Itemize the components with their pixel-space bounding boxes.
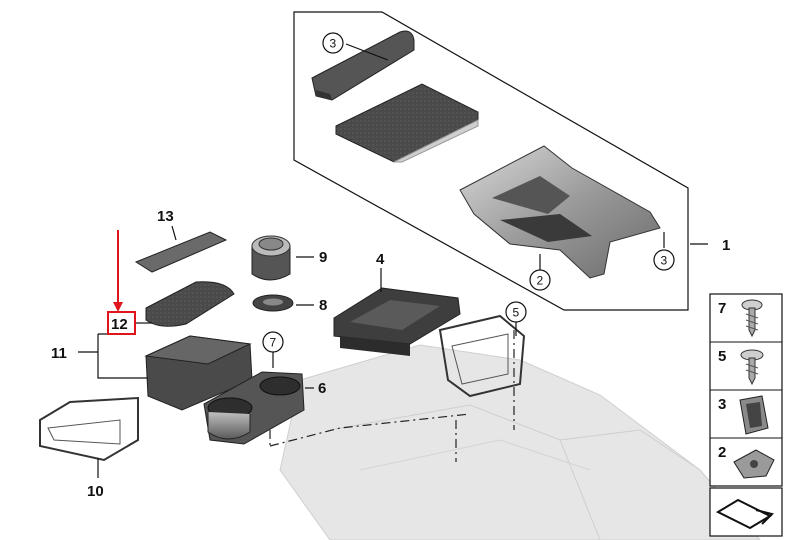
callout-2[interactable]: 2	[529, 269, 551, 291]
part-11-storage-box[interactable]	[144, 335, 253, 411]
callout-6[interactable]: 6	[318, 380, 326, 397]
armrest-lid[interactable]	[335, 83, 479, 163]
legend-label-5: 5	[718, 348, 726, 365]
callout-3-top-text: 3	[330, 37, 337, 51]
part-10-bracket[interactable]	[39, 396, 139, 462]
clip-3-icon[interactable]	[739, 395, 769, 435]
callout-13[interactable]: 13	[157, 208, 174, 225]
part-5-holder[interactable]	[438, 314, 526, 398]
callout-8[interactable]: 8	[319, 297, 327, 314]
callout-12-highlighted[interactable]: 12	[107, 311, 136, 335]
part-9-cup-insert[interactable]	[251, 235, 291, 281]
callout-10[interactable]: 10	[87, 483, 104, 500]
legend-label-2: 2	[718, 444, 726, 461]
group-outline	[293, 11, 689, 311]
callout-3-right[interactable]: 3	[653, 249, 675, 271]
part-1-trim-frame[interactable]	[459, 145, 661, 279]
callout-2-text: 2	[537, 274, 544, 288]
callout-12: 12	[111, 316, 128, 333]
leader-lines	[78, 43, 708, 478]
callout-1[interactable]: 1	[722, 237, 730, 254]
part-6-cup-holder[interactable]	[203, 371, 305, 445]
callout-9[interactable]: 9	[319, 249, 327, 266]
part-8-ring[interactable]	[252, 294, 294, 312]
callout-7[interactable]: 7	[262, 331, 284, 353]
callout-7-text: 7	[270, 336, 277, 350]
assembly-guide-lines	[269, 330, 515, 462]
arrow-right-icon[interactable]	[715, 498, 774, 530]
callout-5[interactable]: 5	[505, 301, 527, 323]
fastener-legend: 7 5 3 2	[709, 293, 783, 537]
screw-5-icon[interactable]	[740, 349, 764, 386]
callout-4[interactable]: 4	[376, 251, 385, 268]
legend-label-3: 3	[718, 396, 726, 413]
screw-7-icon[interactable]	[741, 299, 763, 338]
part-13-mat[interactable]	[134, 231, 228, 273]
callout-3-right-text: 3	[661, 254, 668, 268]
part-4-cradle[interactable]	[333, 287, 461, 356]
clip-2-icon[interactable]	[733, 449, 775, 479]
highlight-arrow	[113, 230, 123, 312]
callout-3-top[interactable]: 3	[322, 32, 344, 54]
callout-11[interactable]: 11	[51, 345, 67, 362]
part-3-cover[interactable]	[311, 30, 415, 101]
part-12-rubber-mat[interactable]	[145, 281, 235, 327]
legend-label-7: 7	[718, 300, 726, 317]
callout-5-text: 5	[513, 306, 520, 320]
